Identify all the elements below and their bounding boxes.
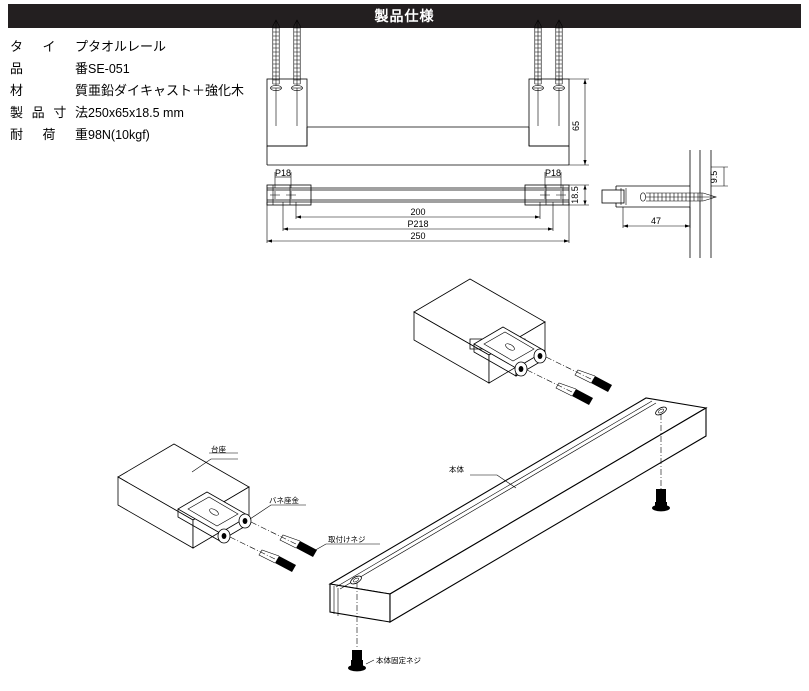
dimension-inner-span-200: 200 [295,202,541,219]
dimension-label-inner-span: 200 [410,207,425,217]
callout-label-mounting-screw: 取付けネジ [328,534,366,544]
wall-section [689,150,712,258]
spec-label-load: 耐荷重 [10,128,88,143]
dimension-label-projection: 47 [651,216,661,226]
page-header: 製品仕様 [8,4,801,28]
callout-body-fixing-screw: 本体固定ネジ [365,655,421,665]
dimension-height-65: 65 [569,78,589,166]
spec-value-type: タオルレール [88,40,167,55]
spring-washer-icon [514,361,528,377]
plan-view: 18.5 P18 P18 200 [266,168,589,243]
body-fixing-screw-icon [348,583,366,672]
wall-screw-icon [270,19,282,91]
dimension-depth-185: 18.5 [569,184,589,206]
dimension-label-mount-pitch: P218 [407,219,428,229]
mounting-screw-icon [526,369,593,405]
page-title: 製品仕様 [374,9,435,25]
callout-mounting-screw: 取付けネジ [311,534,380,553]
dimension-wall-gap-95: 9.5 [709,166,728,187]
mounting-screw-icon [229,536,296,572]
rail-plan-profile [267,187,569,203]
dimension-label-wall-gap: 9.5 [709,171,719,184]
upper-bracket-assembly [413,278,546,384]
spec-row-load: 耐荷重 98N(10kgf) [10,124,260,146]
spring-washer-icon [533,348,547,364]
bracket-section-profile [601,185,690,208]
dimension-pitch-left: P18 [274,168,292,188]
spec-label-model: 品番 [10,62,88,77]
spec-label-type: タイプ [10,40,88,55]
wall-screw-icon [532,19,544,91]
lower-bracket-assembly [117,443,250,549]
main-body-rail [328,397,708,623]
dimension-overall-250: 250 [266,202,570,243]
callout-label-base-plate: 台座 [211,444,226,454]
mounting-screw-icon [250,521,317,557]
spec-row-dimensions: 製品寸法 250x65x18.5 mm [10,102,260,124]
callout-main-body: 本体 [449,464,517,489]
spec-value-dimensions: 250x65x18.5 mm [88,106,184,120]
dimension-projection-47: 47 [622,207,691,228]
body-fixing-screw-icon [652,414,670,512]
dimension-label-pitch-right: P18 [545,168,561,178]
right-mount-plan [524,184,570,206]
wall-screw-icon [553,19,565,91]
front-elevation-view: 65 [266,19,589,166]
callout-spring-washer: バネ座金 [249,495,306,520]
dimension-label-height: 65 [571,121,581,131]
wall-screw-section-icon [640,192,718,202]
left-mount-plan [266,184,312,206]
dimension-label-depth: 18.5 [570,186,580,204]
spec-value-material: 亜鉛ダイキャスト＋強化木 [88,84,245,99]
dimension-label-overall: 250 [410,231,425,241]
exploded-assembly-view: 台座 バネ座金 取付けネジ 本体 本体固定ネジ [117,278,708,672]
mounting-screw-icon [545,356,612,392]
dimension-pitch-right: P18 [544,168,562,188]
right-bracket-elevation [528,78,570,165]
callout-label-spring-washer: バネ座金 [269,495,299,505]
dimension-mount-pitch-p218: P218 [282,202,554,231]
specification-table: タイプ タオルレール 品番 SE-051 材質 亜鉛ダイキャスト＋強化木 製品寸… [10,36,260,146]
dimension-label-pitch-left: P18 [275,168,291,178]
spring-washer-icon [238,513,252,529]
callout-label-body-fixing-screw: 本体固定ネジ [376,655,421,665]
callout-base-plate: 台座 [191,444,238,473]
side-section-detail: 9.5 47 [601,150,728,258]
spec-value-model: SE-051 [88,62,130,76]
callout-label-main-body: 本体 [449,464,464,474]
spec-row-material: 材質 亜鉛ダイキャスト＋強化木 [10,80,260,102]
left-bracket-elevation [266,78,308,165]
rail-elevation-profile [267,126,569,166]
spec-row-model: 品番 SE-051 [10,58,260,80]
spec-row-type: タイプ タオルレール [10,36,260,58]
spec-label-material: 材質 [10,84,88,99]
spec-value-load: 98N(10kgf) [88,128,150,142]
spring-washer-icon [217,528,231,544]
wall-screw-icon [291,19,303,91]
spec-label-dimensions: 製品寸法 [10,106,88,121]
